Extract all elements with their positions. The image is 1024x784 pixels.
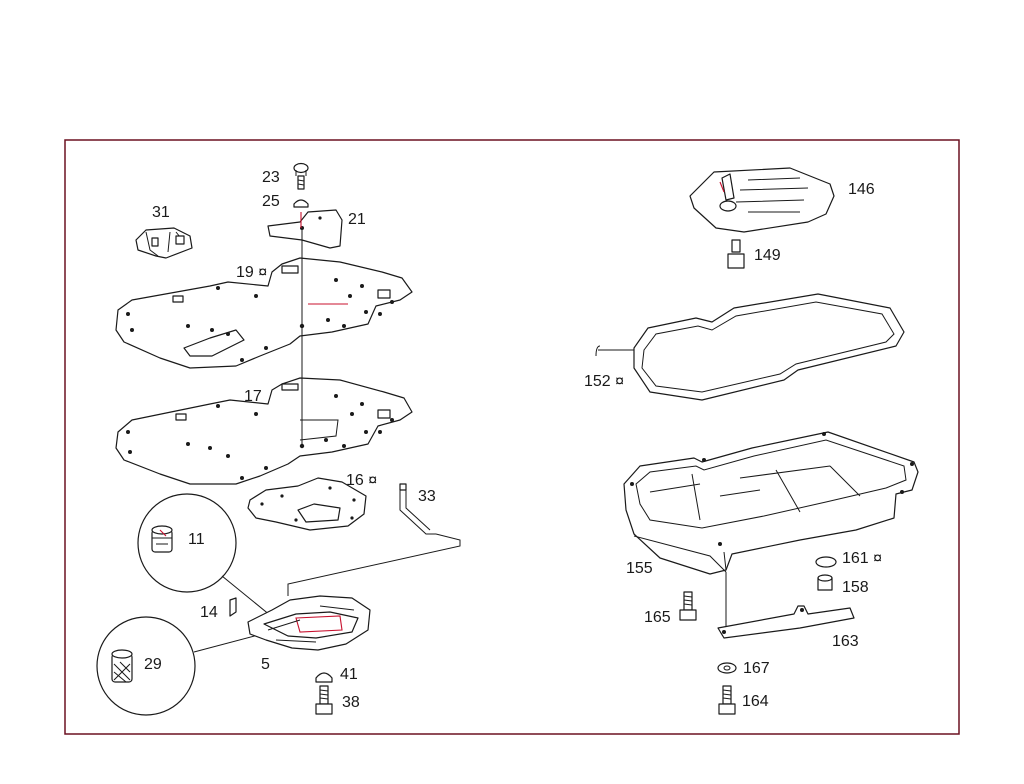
- label-41: 41: [340, 666, 358, 683]
- label-31: 31: [152, 204, 170, 221]
- part-23-screw: [293, 162, 309, 190]
- part-21-bracket: [267, 209, 343, 249]
- part-149-seal: [727, 239, 745, 269]
- part-161-plug: [815, 556, 837, 568]
- label-163: 163: [832, 633, 859, 650]
- label-33: 33: [418, 488, 436, 505]
- part-31-connector: [135, 227, 193, 259]
- part-158-magnet: [817, 574, 833, 591]
- label-16: 16 ¤: [346, 472, 377, 489]
- label-158: 158: [842, 579, 869, 596]
- part-164-bolt: [718, 685, 736, 715]
- part-165-bolt: [679, 591, 697, 621]
- label-29: 29: [144, 656, 162, 673]
- part-155-oil-pan: [623, 431, 919, 634]
- label-11: 11: [188, 531, 205, 548]
- diagram-frame: [64, 139, 960, 735]
- label-164: 164: [742, 693, 769, 710]
- label-155: 155: [626, 560, 653, 577]
- part-41-washer: [315, 672, 333, 683]
- label-38: 38: [342, 694, 360, 711]
- label-149: 149: [754, 247, 781, 264]
- label-146: 146: [848, 181, 875, 198]
- part-163-bracket: [717, 605, 855, 639]
- label-167: 167: [743, 660, 770, 677]
- detail-11-circle: [137, 493, 237, 593]
- label-165: 165: [644, 609, 671, 626]
- label-19: 19 ¤: [236, 264, 267, 281]
- part-167-washer: [717, 662, 737, 674]
- part-33-tube: [287, 483, 461, 596]
- label-25: 25: [262, 193, 280, 210]
- label-14: 14: [200, 604, 218, 621]
- detail-29-circle: [96, 616, 196, 716]
- part-38-bolt: [315, 685, 333, 715]
- part-25-washer: [293, 199, 309, 208]
- label-161: 161 ¤: [842, 550, 882, 567]
- part-152-gasket: [595, 293, 905, 401]
- label-23: 23: [262, 169, 280, 186]
- label-5: 5: [261, 656, 270, 673]
- part-16-gasket: [247, 477, 367, 531]
- part-17-plate: [115, 377, 413, 485]
- part-14-clip: [229, 597, 237, 617]
- part-19-plate: [115, 257, 413, 369]
- label-17: 17: [244, 388, 262, 405]
- label-21: 21: [348, 211, 366, 228]
- part-146-filter: [689, 167, 835, 233]
- part-5-valve-body: [247, 595, 371, 651]
- label-152: 152 ¤: [584, 373, 624, 390]
